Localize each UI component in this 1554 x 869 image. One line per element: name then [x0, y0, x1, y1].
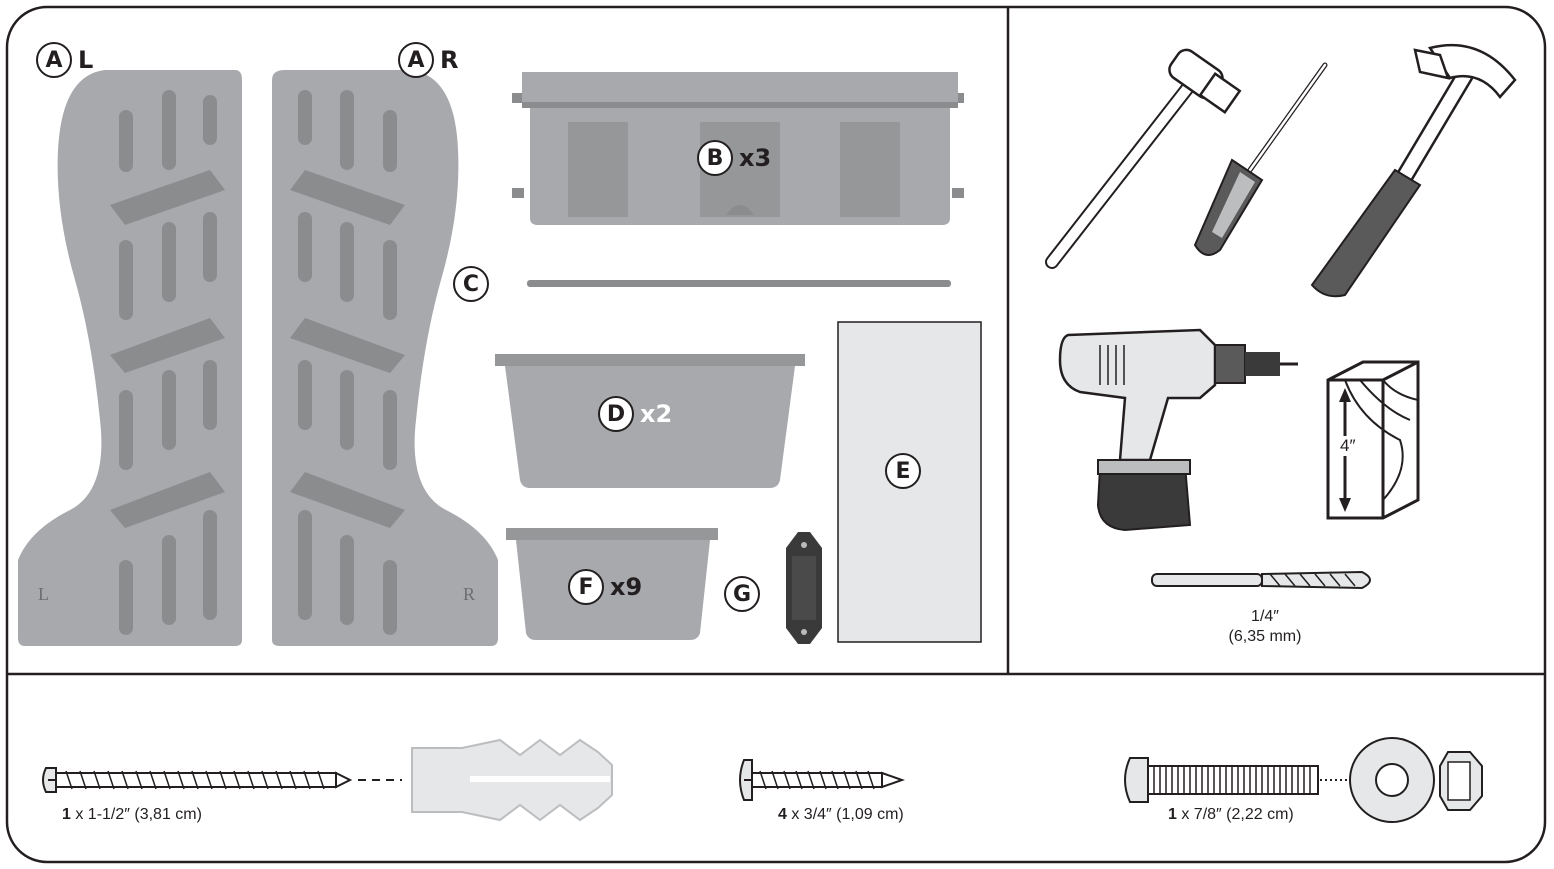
- panel-l-mark: L: [38, 584, 49, 604]
- hardware-size-3: x 7/8″ (2,22 cm): [1176, 806, 1294, 823]
- washer-icon: [1349, 737, 1435, 823]
- part-b-letter: B: [697, 140, 733, 176]
- screwdriver-icon: [1193, 62, 1328, 256]
- part-f-letter: F: [568, 569, 604, 605]
- long-screw-icon: [42, 767, 402, 793]
- hardware-size-2: x 3/4″ (1,09 cm): [786, 806, 904, 823]
- panel-r-mark: R: [463, 584, 475, 604]
- drill-bit-icon: [1151, 570, 1371, 590]
- part-d-qty: x2: [640, 400, 673, 428]
- machine-screw-icon: [1124, 757, 1348, 803]
- drill-bit-size: 1/4″: [1251, 608, 1279, 625]
- label-c: C: [453, 266, 489, 302]
- part-c-rod: [527, 280, 951, 287]
- part-c-letter: C: [453, 266, 489, 302]
- cordless-drill-icon: [1058, 328, 1298, 532]
- label-g: G: [724, 576, 760, 612]
- part-b-qty: x3: [739, 144, 772, 172]
- part-g-strap: [786, 532, 822, 644]
- part-e-letter: E: [885, 453, 921, 489]
- hardware-caption-3: 1 x 7/8″ (2,22 cm): [1168, 806, 1294, 824]
- part-d-letter: D: [598, 396, 634, 432]
- panel-a-left: L: [18, 70, 242, 646]
- label-e: E: [885, 453, 921, 489]
- nut-icon: [1439, 751, 1483, 811]
- part-f-bin: [506, 528, 718, 640]
- hardware-caption-2: 4 x 3/4″ (1,09 cm): [778, 806, 904, 824]
- wall-anchor-icon: [411, 738, 613, 822]
- drill-bit-metric: (6,35 mm): [1228, 628, 1302, 645]
- part-a-left-letter: A: [36, 42, 72, 78]
- level-height-label: 4″: [1340, 436, 1356, 456]
- part-g-letter: G: [724, 576, 760, 612]
- part-d-bin: [495, 354, 805, 488]
- hardware-caption-1: 1 x 1-1/2″ (3,81 cm): [62, 806, 202, 824]
- part-f-qty: x9: [610, 573, 643, 601]
- medium-screw-icon: [739, 759, 906, 801]
- part-b-tray: [512, 72, 964, 225]
- part-a-right-side: R: [440, 46, 459, 74]
- hardware-size-1: x 1-1/2″ (3,81 cm): [70, 806, 202, 823]
- hardware-qty-3: 1: [1168, 806, 1177, 823]
- ratchet-wrench-icon: [1045, 48, 1242, 269]
- hammer-icon: [1310, 43, 1517, 298]
- part-a-left-side: L: [78, 46, 94, 74]
- hardware-qty-2: 4: [778, 806, 787, 823]
- hardware-qty-1: 1: [62, 806, 71, 823]
- panel-a-right: R: [272, 70, 498, 646]
- part-a-right-letter: A: [398, 42, 434, 78]
